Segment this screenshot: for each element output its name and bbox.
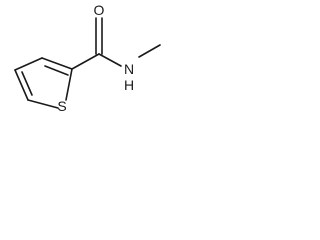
bond-ring-c5-s [27,99,59,109]
bond-ring-c3-c4 [14,57,43,71]
bond-ring-c2-c3-inner [44,65,69,76]
bond-carbonyl-to-nitrogen [98,53,122,67]
sulfur-label: S [57,98,66,114]
bond-nitrogen-to-methyl [138,44,161,58]
bond-ring-s-c2 [65,68,73,101]
nitrogen-label: N [124,61,134,77]
bond-ring-c2-c3 [41,57,73,70]
bond-ring-c4-c5 [14,69,29,101]
nitrogen-hydrogen-label: H [124,77,134,93]
bond-ring-to-carbonyl [71,53,100,70]
bond-ring-c4-c5-inner [21,71,33,96]
molecule-structure: O N H S [14,2,161,114]
oxygen-label: O [94,2,105,18]
